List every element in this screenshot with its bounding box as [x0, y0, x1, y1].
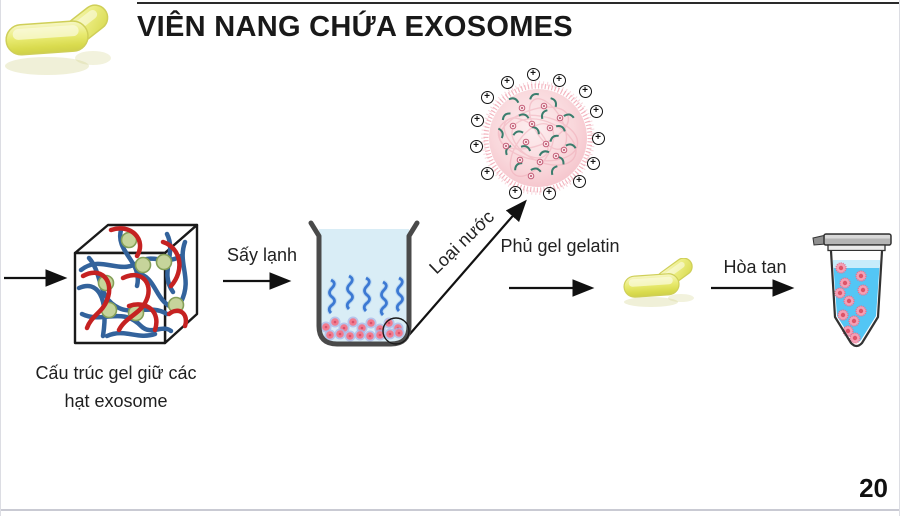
- exosome-dot: [837, 309, 849, 321]
- tube-outline: [829, 250, 884, 348]
- footer-rule-line: [1, 509, 899, 511]
- plus-charge-icon: +: [542, 186, 556, 200]
- plus-charge-icon: +: [578, 84, 592, 98]
- label-freeze-dry: Sấy lạnh: [226, 245, 298, 265]
- exosome-dot: [354, 329, 366, 341]
- plus-charge-icon: +: [469, 139, 483, 153]
- plus-charge-icon: +: [552, 73, 566, 87]
- caption-line-2: hạt exosome: [64, 391, 168, 411]
- exosome-dot: [843, 295, 855, 307]
- plus-charge-icon: +: [470, 113, 484, 127]
- exosome-dot: [347, 316, 359, 328]
- tube-rim: [827, 244, 886, 252]
- softgel-capsules-icon: [5, 4, 111, 75]
- exosome-dot: [848, 315, 860, 327]
- exosome-dot: [849, 332, 861, 344]
- beaker-with-exosomes-icon: [308, 220, 420, 347]
- exosome-dot: [855, 305, 867, 317]
- exosome-dot: [329, 316, 341, 328]
- gel-cube-caption: Cấu trúc gel giữ các hạt exosome: [17, 359, 215, 415]
- label-dissolve: Hòa tan: [723, 257, 787, 277]
- exosome-dot: [344, 330, 356, 342]
- softgel-capsules-icon: [623, 257, 694, 307]
- exosome-dot: [839, 277, 851, 289]
- label-coat-gelatin: Phủ gel gelatin: [500, 236, 620, 256]
- exosome-dot: [835, 262, 847, 274]
- microcentrifuge-tube-icon: [812, 233, 892, 348]
- exosome-dot: [834, 287, 846, 299]
- magnifier-circle-icon: [382, 317, 410, 345]
- page-number: 20: [859, 473, 888, 503]
- softgel-capsules-logo: [1, 2, 133, 85]
- tube-exosome-dots: [834, 262, 869, 344]
- page-title: VIÊN NANG CHỨA EXOSOMES: [137, 11, 573, 43]
- tube-figure: [811, 228, 896, 361]
- capsules-product-figure: [621, 257, 706, 315]
- plus-charge-icon: +: [589, 104, 603, 118]
- gel-network-cube-icon: [73, 223, 199, 345]
- exosome-dot: [365, 317, 377, 329]
- exosome-dot: [364, 330, 376, 342]
- plus-charge-icon: +: [500, 75, 514, 89]
- plus-charge-icon: +: [572, 174, 586, 188]
- caption-line-1: Cấu trúc gel giữ các: [35, 363, 197, 383]
- plus-charge-icon: +: [480, 166, 494, 180]
- plus-charge-icon: +: [526, 67, 540, 81]
- label-remove-water: Loại nước: [425, 206, 499, 278]
- beaker-figure: [303, 220, 428, 360]
- exosome-dot-cluster: [320, 316, 405, 342]
- exosome-dot: [855, 270, 867, 282]
- exosome-dot: [393, 327, 405, 339]
- title-rule-line: [137, 2, 899, 4]
- exosome-dot: [334, 328, 346, 340]
- exosome-dot: [324, 329, 336, 341]
- plus-charge-icon: +: [591, 131, 605, 145]
- plus-charge-icon: +: [480, 90, 494, 104]
- fuzz-inner: [483, 83, 593, 193]
- red-gel-fibers: [80, 226, 189, 333]
- exosome-dot: [857, 284, 869, 296]
- tube-cap-highlight: [825, 235, 890, 239]
- plus-charge-icon: +: [508, 185, 522, 199]
- particle-body: [489, 89, 587, 187]
- plus-charge-icon: +: [586, 156, 600, 170]
- gel-cube-figure: [67, 218, 202, 353]
- exosome-dot: [384, 328, 396, 340]
